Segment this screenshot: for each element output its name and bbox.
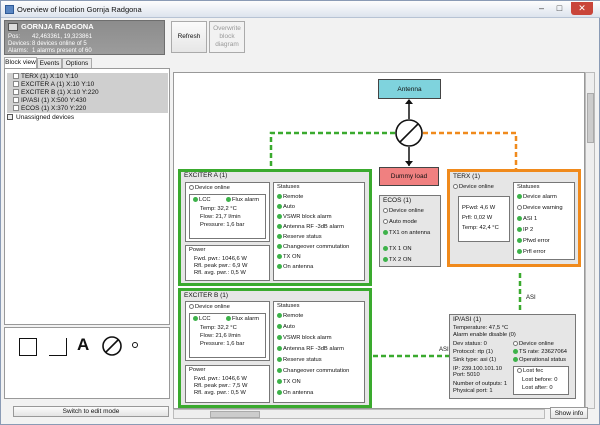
tree-item-ip-asi[interactable]: IP/ASI (1) X:500 Y:430 (7, 97, 168, 105)
line-tool-icon[interactable] (49, 338, 67, 356)
exciter-a-power: Power Fwd. pwr.: 1046,6 W Rfl. peak pwr.… (185, 245, 270, 281)
location-name: GORNJA RADGONA (21, 22, 94, 31)
tree-item-ecos[interactable]: ECOS (1) X:370 Y:220 (7, 105, 168, 113)
checkbox-icon[interactable] (13, 105, 19, 112)
block-diagram-canvas[interactable]: ASI ASI Antenna Dummy load EXCITER A (1)… (173, 72, 585, 409)
tab-block-view[interactable]: Block view (4, 57, 37, 68)
close-icon[interactable]: ✕ (571, 2, 593, 15)
vertical-scrollbar[interactable] (585, 72, 595, 409)
maximize-icon[interactable]: □ (556, 3, 563, 13)
ecos-block[interactable]: ECOS (1) Device online Auto mode TX1 on … (379, 195, 441, 267)
ip-asi-block[interactable]: IP/ASI (1) Temperature: 47,5 °C Alarm en… (449, 314, 576, 399)
exciter-b-statuses: Statuses Remote Auto VSWR block alarm An… (273, 301, 365, 403)
tree-item-exciter-b[interactable]: EXCITER B (1) X:10 Y:220 (7, 89, 168, 97)
folder-icon (7, 114, 13, 121)
location-alarms: Alarms:1 alarms present of 60 (8, 48, 92, 54)
terx-statuses: Statuses Device alarm Device warning ASI… (513, 182, 575, 260)
ip-asi-fec: Lost fec Lost before: 0 Lost after: 0 (513, 366, 569, 395)
tab-options[interactable]: Options (62, 58, 92, 68)
app-icon (5, 5, 14, 14)
exciter-b-power: Power Fwd. pwr.: 1046,6 W Rfl. peak pwr.… (185, 365, 270, 403)
checkbox-icon[interactable] (13, 97, 19, 104)
exciter-a-block[interactable]: EXCITER A (1) Device online LCC Flux ala… (178, 169, 372, 286)
location-pos: Pos:42,463361, 19,323861 (8, 34, 93, 40)
horizontal-scrollbar[interactable] (173, 409, 545, 419)
title-bar: Overview of location Gornja Radgona – □ … (1, 1, 600, 18)
asi-label: ASI (439, 347, 449, 353)
ecos-title: ECOS (1) (383, 197, 412, 204)
antenna-block[interactable]: Antenna (378, 79, 441, 99)
location-info-panel: GORNJA RADGONA Pos:42,463361, 19,323861 … (4, 20, 165, 55)
dummy-load-block[interactable]: Dummy load (379, 167, 439, 186)
exciter-b-info: Device online LCC Flux alarm Temp: 32,2 … (185, 301, 270, 361)
exciter-b-title: EXCITER B (1) (184, 292, 229, 299)
asi-label: ASI (526, 295, 536, 301)
switch-to-edit-mode-button[interactable]: Switch to edit mode (13, 406, 169, 417)
location-icon (8, 23, 18, 31)
show-info-button[interactable]: Show info (550, 407, 588, 419)
node-tool-icon[interactable] (132, 342, 138, 348)
terx-power: PFwd: 4,6 W Prfl: 0,02 W Temp: 42,4 °C (458, 196, 510, 242)
device-tree: TERX (1) X:10 Y:10 EXCITER A (1) X:10 Y:… (4, 68, 170, 325)
window-title: Overview of location Gornja Radgona (17, 5, 142, 14)
checkbox-icon[interactable] (13, 73, 19, 80)
rectangle-tool-icon[interactable] (19, 338, 37, 356)
refresh-button[interactable]: Refresh (171, 21, 207, 53)
tree-item-terx[interactable]: TERX (1) X:10 Y:10 (7, 73, 168, 81)
ip-asi-title: IP/ASI (1) (453, 316, 482, 323)
terx-title: TERX (1) (453, 173, 481, 180)
exciter-a-title: EXCITER A (1) (184, 172, 228, 179)
scroll-thumb[interactable] (210, 411, 260, 418)
tree-item-exciter-a[interactable]: EXCITER A (1) X:10 Y:10 (7, 81, 168, 89)
overwrite-block-diagram-button[interactable]: Overwrite block diagram (209, 21, 245, 53)
exciter-a-info: Device online LCC Flux alarm Temp: 32,2 … (185, 182, 270, 242)
text-tool-icon[interactable]: A (77, 335, 90, 354)
location-devices: Devices:8 devices online of 5 (8, 41, 87, 47)
terx-block[interactable]: TERX (1) Device online PFwd: 4,6 W Prfl:… (447, 169, 581, 267)
tree-item-unassigned[interactable]: Unassigned devices (7, 114, 74, 122)
tab-events[interactable]: Events (37, 58, 62, 68)
checkbox-icon[interactable] (13, 81, 19, 88)
shape-palette: A (4, 327, 170, 399)
exciter-b-block[interactable]: EXCITER B (1) Device online LCC Flux ala… (178, 288, 372, 408)
scroll-thumb[interactable] (587, 93, 594, 143)
splitter-tool-icon[interactable] (101, 335, 123, 359)
exciter-a-statuses: Statuses Remote Auto VSWR block alarm An… (273, 182, 365, 281)
minimize-icon[interactable]: – (538, 3, 544, 13)
checkbox-icon[interactable] (13, 89, 19, 96)
